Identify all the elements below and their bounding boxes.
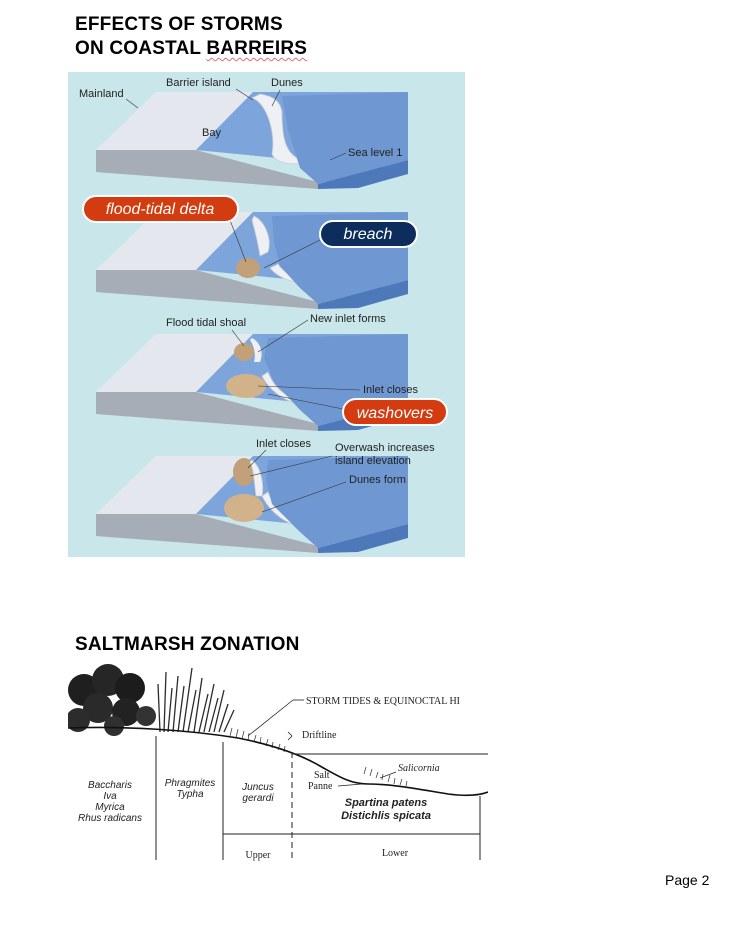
leader-dunes <box>271 89 281 107</box>
leader-inlet-closes <box>247 449 267 469</box>
label-salt-panne-1: Salt <box>314 770 330 781</box>
leader-breach <box>263 239 321 269</box>
leader-salt-panne <box>337 783 363 787</box>
leader-washovers <box>267 393 349 411</box>
leader-barrier-island <box>235 88 254 101</box>
leader-sea-level <box>329 152 347 161</box>
label-spartina-patens: Spartina patens <box>345 797 428 809</box>
heading-effects-of-storms: EFFECTS OF STORMS ON COASTAL BARREIRS <box>75 13 307 61</box>
page-number: Page 2 <box>665 872 710 888</box>
label-inlet-closes: Inlet closes <box>256 438 312 450</box>
closed-inlet-shoal <box>233 458 255 486</box>
marsh-ground-profile <box>68 726 488 797</box>
panel-1: Mainland Barrier island Dunes Bay Sea le… <box>79 77 408 189</box>
panel-2: flood-tidal delta breach <box>82 195 418 309</box>
shrub-vegetation <box>68 664 156 736</box>
reed-vegetation <box>157 667 235 733</box>
label-baccharis: Baccharis <box>88 780 132 791</box>
label-salt-panne-2: Panne <box>308 781 333 792</box>
washover-fan <box>226 374 266 398</box>
label-storm-tides: STORM TIDES & EQUINOCTAL HI <box>306 696 460 707</box>
mainland-top <box>96 92 253 150</box>
label-flood-tidal-shoal: Flood tidal shoal <box>166 317 246 329</box>
barrier-island-north <box>251 215 270 257</box>
label-barrier-island: Barrier island <box>166 77 231 89</box>
leader-salicornia <box>379 771 397 779</box>
sea-water <box>266 456 408 548</box>
label-lower: Lower <box>382 848 409 859</box>
panel-4: Inlet closes Overwash increases island e… <box>96 438 435 553</box>
label-driftline: Driftline <box>302 730 337 741</box>
driftline-arrow <box>287 731 293 741</box>
panel-3: Flood tidal shoal New inlet forms Inlet … <box>96 313 448 431</box>
leader-flood-tidal-shoal <box>231 329 245 347</box>
badge-washovers <box>342 398 448 426</box>
sea-side <box>318 280 408 309</box>
badge-flood-tidal-delta <box>82 195 239 223</box>
mainland-top <box>96 212 253 270</box>
barrier-island-north <box>249 459 264 497</box>
heading-line-2-prefix: ON COASTAL <box>75 38 207 59</box>
saltmarsh-zonation-figure: STORM TIDES & EQUINOCTAL HI Driftline Sa… <box>68 664 488 862</box>
label-dunes: Dunes <box>271 77 303 89</box>
label-breach: breach <box>344 226 393 243</box>
mainland-side <box>96 514 318 553</box>
sea-side <box>318 160 408 189</box>
heading-line-1: EFFECTS OF STORMS <box>75 14 283 35</box>
leader-mainland <box>125 98 139 109</box>
label-new-inlet: New inlet forms <box>310 313 386 325</box>
barrier-island-north <box>250 338 262 362</box>
flood-tidal-shoal <box>234 343 254 361</box>
sea-water <box>282 92 408 184</box>
mainland-side <box>96 150 318 189</box>
sea-side <box>318 524 408 553</box>
leader-dunes-form <box>261 481 347 513</box>
heading-saltmarsh-zonation: SALTMARSH ZONATION <box>75 634 300 655</box>
mainland-side <box>96 392 318 431</box>
label-myrica: Myrica <box>95 802 125 813</box>
label-overwash-line-1: Overwash increases <box>335 442 435 454</box>
label-dunes-form: Dunes form <box>349 474 406 486</box>
label-rhus-radicans: Rhus radicans <box>78 813 142 824</box>
zone-spartina-labels: Spartina patens Distichlis spicata <box>341 797 431 822</box>
zone-shrub-labels: Baccharis Iva Myrica Rhus radicans <box>78 780 142 824</box>
zone-reed-labels: Phragmites Typha <box>165 778 216 800</box>
badge-breach <box>319 220 418 248</box>
label-sea-level: Sea level 1 <box>348 147 402 159</box>
leader-inlet-closes <box>257 385 361 391</box>
flood-tidal-delta-shoal <box>236 258 260 278</box>
zone-juncus-labels: Juncus gerardi <box>241 782 274 804</box>
mainland-top <box>96 334 253 392</box>
label-bay: Bay <box>202 127 221 139</box>
label-phragmites: Phragmites <box>165 778 216 789</box>
leader-new-inlet <box>257 319 309 353</box>
label-upper: Upper <box>246 850 272 861</box>
label-flood-tidal-delta: flood-tidal delta <box>106 201 215 218</box>
heading-line-2: ON COASTAL BARREIRS <box>75 37 307 61</box>
label-juncus: Juncus <box>241 782 274 793</box>
label-gerardi: gerardi <box>242 793 274 804</box>
label-iva: Iva <box>103 791 117 802</box>
misspelled-word: BARREIRS <box>206 38 308 59</box>
leader-storm-tides <box>247 699 294 737</box>
leader-overwash <box>249 455 333 477</box>
mainland-top <box>96 456 253 514</box>
label-overwash-line-2: island elevation <box>335 455 411 467</box>
label-salicornia: Salicornia <box>398 763 440 774</box>
label-typha: Typha <box>176 789 203 800</box>
leader-flood-tidal-delta <box>229 219 247 263</box>
barrier-island-figure: Mainland Barrier island Dunes Bay Sea le… <box>68 72 465 557</box>
washover-deposit <box>224 494 264 522</box>
mainland-side <box>96 270 318 309</box>
label-distichlis-spicata: Distichlis spicata <box>341 810 431 822</box>
label-mainland: Mainland <box>79 88 124 100</box>
label-inlet-closes: Inlet closes <box>363 384 419 396</box>
label-washovers: washovers <box>357 405 433 422</box>
